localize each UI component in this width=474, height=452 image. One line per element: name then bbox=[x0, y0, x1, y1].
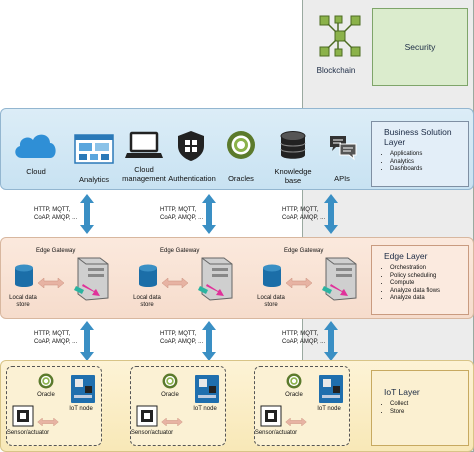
business-layer-panel: Business Solution Layer Applications Ana… bbox=[371, 121, 469, 187]
edge-gateway-label: Edge Gateway bbox=[160, 248, 200, 254]
oracle-icon bbox=[226, 130, 256, 165]
protocol-label: HTTP, MQTT, CoAP, AMQP, ... bbox=[160, 331, 203, 346]
sensor-chip-icon bbox=[260, 405, 282, 432]
bidirectional-arrow-icon bbox=[202, 321, 216, 366]
protocol-line: CoAP, AMQP, ... bbox=[160, 338, 204, 345]
protocol-line: HTTP, MQTT, bbox=[282, 331, 319, 337]
cloud-label: Cloud bbox=[26, 167, 46, 176]
oracle-label: Oracle bbox=[37, 392, 55, 398]
blockchain-icon bbox=[318, 14, 362, 63]
list-item: Store bbox=[390, 409, 468, 417]
iot-layer-title: IoT Layer bbox=[384, 387, 420, 397]
protocol-line: HTTP, MQTT, bbox=[160, 331, 197, 337]
sync-arrow-icon bbox=[285, 413, 307, 431]
edge-layer-title: Edge Layer bbox=[384, 251, 428, 261]
sync-arrow-icon bbox=[37, 275, 65, 293]
analytics-icon bbox=[74, 134, 114, 169]
sensor-chip-icon bbox=[136, 405, 158, 432]
oracle-label: Oracle bbox=[161, 392, 179, 398]
sensor-chip-icon bbox=[12, 405, 34, 432]
protocol-line: HTTP, MQTT, bbox=[282, 207, 319, 213]
authentication-label: Authentication bbox=[168, 174, 216, 183]
shield-icon bbox=[177, 130, 205, 167]
iot-node-label: IoT node bbox=[69, 406, 93, 412]
edge-layer-list: Orchestration Policy scheduling Compute … bbox=[390, 265, 468, 303]
protocol-line: HTTP, MQTT, bbox=[160, 207, 197, 213]
server-icon bbox=[70, 256, 110, 307]
edge-layer-panel: Edge Layer Orchestration Policy scheduli… bbox=[371, 245, 469, 315]
bidirectional-arrow-icon bbox=[324, 321, 338, 366]
apis-label: APIs bbox=[334, 174, 350, 183]
list-item: Applications bbox=[390, 151, 468, 159]
list-item: Policy scheduling bbox=[390, 273, 468, 281]
server-icon bbox=[194, 256, 234, 307]
protocol-line: CoAP, AMQP, ... bbox=[282, 338, 326, 345]
business-layer-list: Applications Analytics Dashboards bbox=[390, 151, 468, 174]
edge-gateway-label: Edge Gateway bbox=[284, 248, 324, 254]
list-item: Orchestration bbox=[390, 265, 468, 273]
iot-board-icon bbox=[318, 374, 344, 409]
protocol-label: HTTP, MQTT, CoAP, AMQP, ... bbox=[282, 331, 325, 346]
blockchain-label: Blockchain bbox=[316, 66, 356, 75]
cloud-icon bbox=[12, 130, 58, 165]
list-item: Collect bbox=[390, 401, 468, 409]
database-icon bbox=[14, 264, 34, 293]
protocol-line: CoAP, AMQP, ... bbox=[34, 214, 78, 221]
list-item: Analyze data bbox=[390, 295, 468, 303]
knowledge-base-label: Knowledge base bbox=[274, 167, 312, 185]
iot-node-label: IoT node bbox=[193, 406, 217, 412]
local-data-store-label: Local data store bbox=[257, 295, 285, 308]
bidirectional-arrow-icon bbox=[80, 194, 94, 239]
protocol-label: HTTP, MQTT, CoAP, AMQP, ... bbox=[282, 207, 325, 222]
sync-arrow-icon bbox=[37, 413, 59, 431]
bidirectional-arrow-icon bbox=[80, 321, 94, 366]
analytics-label: Analytics bbox=[78, 175, 109, 184]
laptop-icon bbox=[124, 130, 164, 165]
sync-arrow-icon bbox=[161, 275, 189, 293]
security-box: Security bbox=[372, 8, 468, 86]
oracle-icon bbox=[286, 373, 302, 394]
protocol-line: HTTP, MQTT, bbox=[34, 331, 71, 337]
list-item: Analyze data flows bbox=[390, 288, 468, 296]
oracle-label: Oracle bbox=[285, 392, 303, 398]
iot-layer-panel: IoT Layer Collect Store bbox=[371, 370, 469, 446]
security-label: Security bbox=[404, 42, 436, 52]
protocol-label: HTTP, MQTT, CoAP, AMQP, ... bbox=[160, 207, 203, 222]
sensor-actuator-label: Sensor/actuator bbox=[254, 430, 298, 436]
server-icon bbox=[318, 256, 358, 307]
database-icon bbox=[262, 264, 282, 293]
protocol-line: CoAP, AMQP, ... bbox=[34, 338, 78, 345]
sync-arrow-icon bbox=[285, 275, 313, 293]
protocol-line: HTTP, MQTT, bbox=[34, 207, 71, 213]
oracle-icon bbox=[38, 373, 54, 394]
database-icon bbox=[278, 130, 308, 167]
local-data-store-label: Local data store bbox=[9, 295, 37, 308]
protocol-line: CoAP, AMQP, ... bbox=[282, 214, 326, 221]
protocol-label: HTTP, MQTT, CoAP, AMQP, ... bbox=[34, 331, 77, 346]
oracles-label: Oracles bbox=[228, 174, 254, 183]
iot-layer-list: Collect Store bbox=[390, 401, 468, 416]
protocol-line: CoAP, AMQP, ... bbox=[160, 214, 204, 221]
bidirectional-arrow-icon bbox=[202, 194, 216, 239]
sensor-actuator-label: Sensor/actuator bbox=[130, 430, 174, 436]
oracle-icon bbox=[162, 373, 178, 394]
local-data-store-label: Local data store bbox=[133, 295, 161, 308]
protocol-label: HTTP, MQTT, CoAP, AMQP, ... bbox=[34, 207, 77, 222]
list-item: Compute bbox=[390, 280, 468, 288]
list-item: Dashboards bbox=[390, 166, 468, 174]
database-icon bbox=[138, 264, 158, 293]
iot-node-label: IoT node bbox=[317, 406, 341, 412]
iot-board-icon bbox=[194, 374, 220, 409]
chat-api-icon bbox=[328, 134, 358, 167]
edge-gateway-label: Edge Gateway bbox=[36, 248, 76, 254]
sensor-actuator-label: Sensor/actuator bbox=[6, 430, 50, 436]
iot-board-icon bbox=[70, 374, 96, 409]
cloud-management-label: Cloud management bbox=[122, 165, 166, 183]
list-item: Analytics bbox=[390, 159, 468, 167]
sync-arrow-icon bbox=[161, 413, 183, 431]
business-layer-title: Business Solution Layer bbox=[384, 127, 452, 147]
bidirectional-arrow-icon bbox=[324, 194, 338, 239]
